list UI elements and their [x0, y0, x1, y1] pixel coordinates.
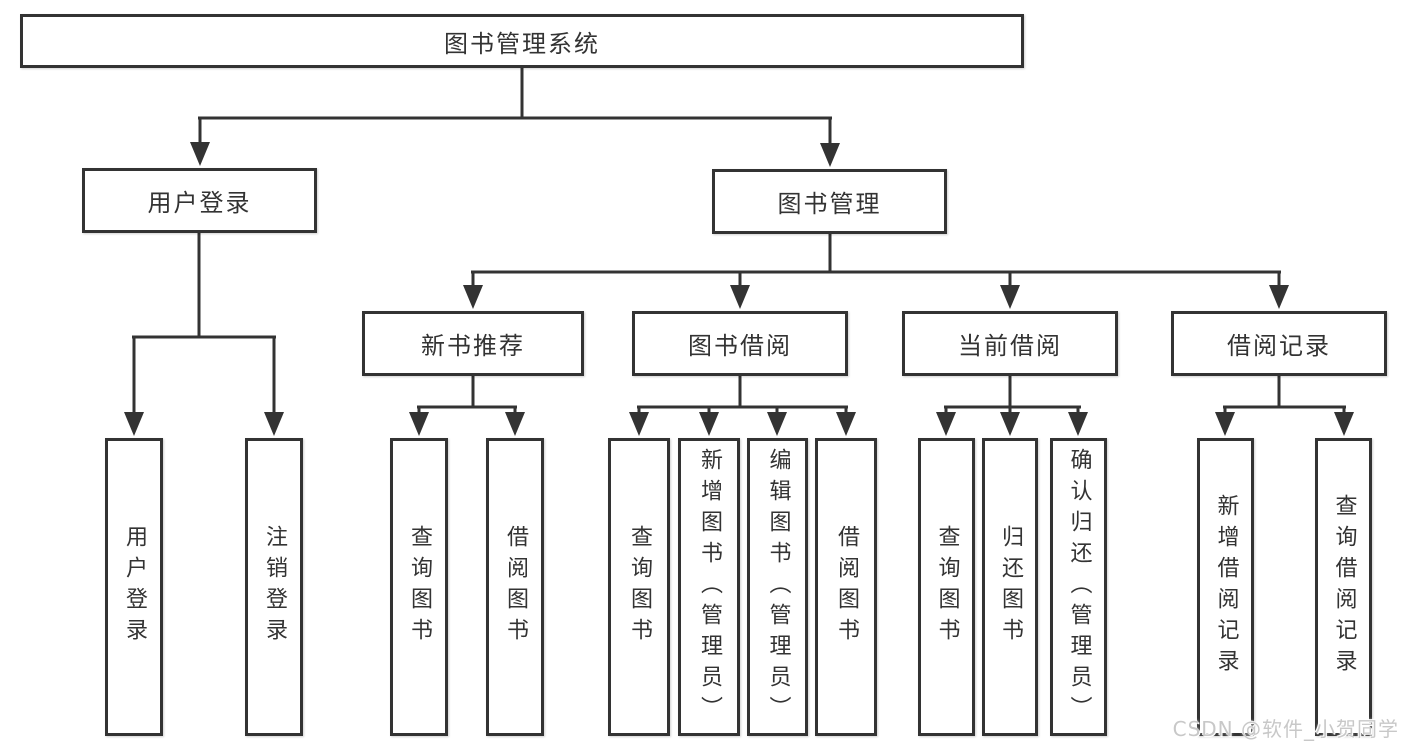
- node-user-login-label: 用户登录: [147, 189, 252, 217]
- leaf-borrow-books-recommend-label: 借阅图书: [503, 525, 528, 649]
- leaf-add-borrow-record: 新增借阅记录: [1197, 438, 1254, 736]
- leaf-logout: 注销登录: [245, 438, 303, 736]
- node-user-login: 用户登录: [82, 168, 317, 233]
- node-book-management: 图书管理: [712, 169, 947, 234]
- leaf-user-login: 用户登录: [105, 438, 163, 736]
- node-root: 图书管理系统: [20, 14, 1024, 68]
- leaf-add-book-admin: 新增图书（管理员）: [678, 438, 740, 736]
- leaf-logout-label: 注销登录: [262, 525, 287, 649]
- leaf-query-borrow-record: 查询借阅记录: [1315, 438, 1372, 736]
- node-book-borrowing-label: 图书借阅: [688, 332, 792, 360]
- node-borrowing-records: 借阅记录: [1171, 311, 1387, 376]
- leaf-confirm-return-admin: 确认归还（管理员）: [1050, 438, 1107, 736]
- leaf-borrow-books-borrow-label: 借阅图书: [834, 525, 859, 649]
- leaf-user-login-label: 用户登录: [122, 525, 147, 649]
- leaf-return-books: 归还图书: [982, 438, 1038, 736]
- leaf-query-books-recommend: 查询图书: [390, 438, 448, 736]
- node-new-book-recommendation-label: 新书推荐: [421, 332, 525, 360]
- node-current-borrowing: 当前借阅: [902, 311, 1118, 376]
- leaf-query-books-borrow-label: 查询图书: [627, 525, 652, 649]
- leaf-query-books-borrow: 查询图书: [608, 438, 670, 736]
- leaf-borrow-books-recommend: 借阅图书: [486, 438, 544, 736]
- leaf-borrow-books-borrow: 借阅图书: [815, 438, 877, 736]
- node-new-book-recommendation: 新书推荐: [362, 311, 584, 376]
- leaf-add-borrow-record-label: 新增借阅记录: [1213, 494, 1239, 680]
- watermark: CSDN @软件_小贺同学: [1172, 717, 1399, 741]
- leaf-confirm-return-admin-label: 确认归还（管理员）: [1066, 447, 1092, 727]
- node-borrowing-records-label: 借阅记录: [1227, 332, 1331, 360]
- leaf-edit-book-admin: 编辑图书（管理员）: [747, 438, 808, 736]
- leaf-edit-book-admin-label: 编辑图书（管理员）: [765, 447, 791, 727]
- node-root-label: 图书管理系统: [444, 29, 600, 58]
- node-current-borrowing-label: 当前借阅: [958, 332, 1062, 360]
- node-book-management-label: 图书管理: [777, 190, 882, 218]
- leaf-return-books-label: 归还图书: [998, 525, 1023, 649]
- leaf-query-books-recommend-label: 查询图书: [407, 525, 432, 649]
- leaf-add-book-admin-label: 新增图书（管理员）: [697, 447, 722, 727]
- node-book-borrowing: 图书借阅: [632, 311, 848, 376]
- leaf-query-books-current-label: 查询图书: [934, 525, 960, 649]
- leaf-query-books-current: 查询图书: [918, 438, 975, 736]
- leaf-query-borrow-record-label: 查询借阅记录: [1331, 494, 1357, 680]
